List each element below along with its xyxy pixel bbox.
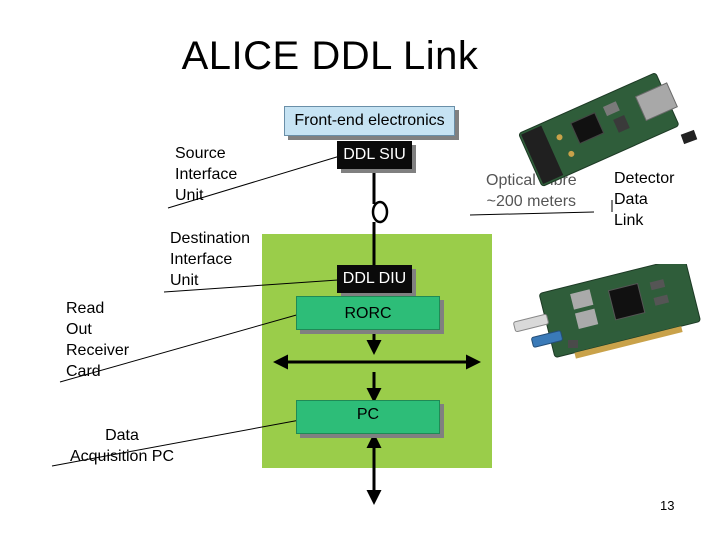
siu-leader-line [167, 155, 341, 209]
pc-leader-line [51, 419, 301, 467]
rorc-label: Read Out Receiver Card [66, 300, 130, 380]
ddl-diu-box: DDL DIU [337, 265, 412, 293]
ddl-label: Detector Data Link [614, 170, 675, 229]
siu-card-photo [518, 73, 698, 187]
fibre-loop [371, 200, 389, 224]
rorc-leader-line [59, 313, 301, 383]
slide-title: ALICE DDL Link [181, 34, 479, 78]
diu-label: Destination Interface Unit [170, 230, 251, 289]
fibre-leader-line [469, 211, 595, 216]
ddl-siu-box: DDL SIU [337, 141, 412, 169]
page-number: 13 [660, 498, 675, 513]
rorc-card-photo [513, 264, 701, 359]
front-end-electronics-box: Front-end electronics [284, 106, 455, 136]
pc-label: Data Acquisition PC [69, 427, 175, 465]
diu-leader-line [163, 279, 339, 293]
pc-box: PC [296, 400, 440, 434]
rorc-box: RORC [296, 296, 440, 330]
siu-label: Source Interface Unit [175, 145, 238, 204]
